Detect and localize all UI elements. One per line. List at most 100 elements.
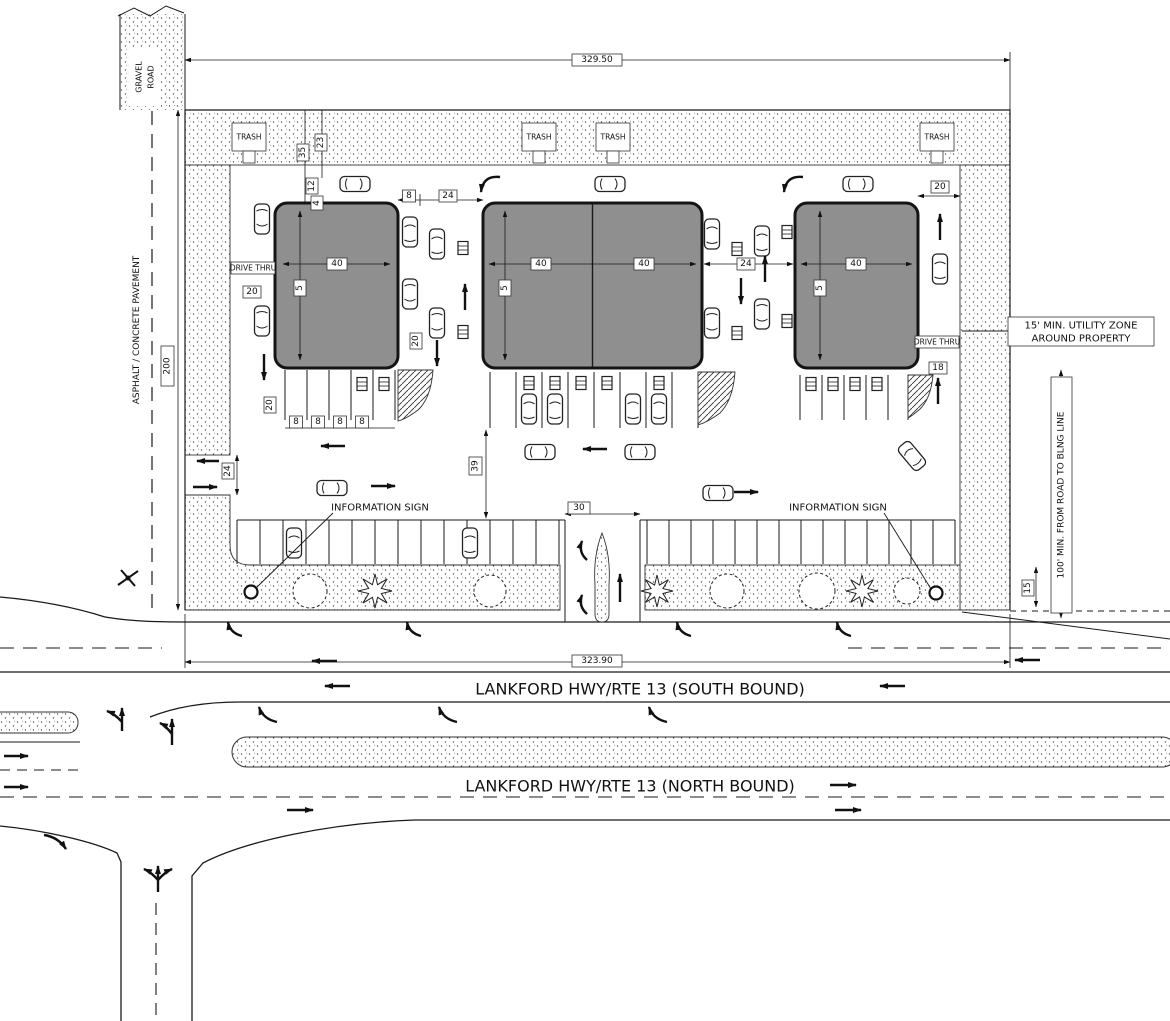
- cart-corral-icon: [523, 375, 535, 391]
- car-icon: [702, 484, 734, 502]
- dim-site-top-width: 329.50: [581, 55, 613, 65]
- cart-corral-icon: [457, 240, 469, 256]
- information-sign-label-right: INFORMATION SIGN: [789, 503, 887, 514]
- hatched-island-2: [697, 371, 736, 426]
- cart-corral-icon: [781, 224, 793, 240]
- cart-corral-icon: [549, 375, 561, 391]
- median-island-west: [0, 711, 79, 734]
- sign-marker: [928, 585, 944, 601]
- building-3-width: 40: [850, 259, 862, 269]
- dim-8-a: 8: [293, 417, 299, 427]
- building-1: 40 5: [273, 201, 400, 370]
- building-1-depth: 5: [295, 285, 305, 291]
- gravel-road-label-2: ROAD: [147, 65, 156, 88]
- trash-enclosures: TRASH TRASH TRASH TRASH: [231, 122, 955, 164]
- dim-24-entrance: 24: [223, 465, 233, 477]
- dim-30-entrance: 30: [573, 503, 585, 513]
- notes: ASPHALT / CONCRETE PAVEMENT DRIVE THRU D…: [130, 253, 1155, 798]
- drive-thru-label-right: DRIVE THRU: [914, 338, 960, 347]
- tree-icon: [709, 573, 745, 609]
- car-icon: [703, 307, 721, 339]
- drive-thru-label-left: DRIVE THRU: [230, 264, 276, 273]
- parking-linework: [236, 369, 956, 622]
- dim-8-d: 8: [359, 417, 365, 427]
- trash-enclosure-3: TRASH: [595, 122, 631, 164]
- pole-icon: [117, 569, 139, 587]
- car-icon: [316, 479, 348, 497]
- dim-15: 15: [1023, 582, 1033, 593]
- tree-icon: [798, 572, 836, 610]
- dim-site-frontage-width: 323.90: [581, 656, 613, 666]
- cart-corral-icon: [781, 313, 793, 329]
- cart-corral-icon: [378, 376, 390, 392]
- trash-label-4: TRASH: [923, 133, 949, 142]
- cart-corral-icon: [827, 376, 839, 392]
- building-2-width-b: 40: [638, 259, 650, 269]
- sign-marker: [243, 584, 259, 600]
- cart-corral-icon: [575, 375, 587, 391]
- car-icon: [650, 393, 668, 425]
- hatched-island-1: [397, 369, 434, 422]
- cart-corral-icon: [849, 376, 861, 392]
- car-icon: [428, 228, 446, 260]
- dim-20-v2: 20: [265, 399, 275, 411]
- car-icon: [753, 298, 771, 330]
- information-sign-right: INFORMATION SIGN: [787, 500, 944, 601]
- car-icon: [931, 253, 949, 285]
- utility-zone-line2: AROUND PROPERTY: [1032, 334, 1132, 345]
- tree-icon: [473, 574, 507, 608]
- trash-enclosure-2: TRASH: [521, 122, 557, 164]
- building-3-depth: 5: [815, 285, 825, 291]
- building-3: 40 5: [793, 201, 920, 370]
- shrub-icon: [358, 574, 392, 608]
- building-2-depth: 5: [500, 285, 510, 291]
- car-icon: [524, 443, 556, 461]
- information-sign-left: INFORMATION SIGN: [243, 500, 431, 600]
- setback-note-label: 100' MIN. FROM ROAD TO BLNG LINE: [1057, 411, 1067, 578]
- cart-corral-icon: [871, 376, 883, 392]
- cart-corral-icon: [805, 376, 817, 392]
- utility-zone-line1: 15' MIN. UTILITY ZONE: [1025, 321, 1138, 332]
- car-icon: [895, 439, 929, 473]
- car-icon: [753, 225, 771, 257]
- car-icon: [253, 305, 271, 337]
- trash-enclosure-4: TRASH: [919, 122, 955, 164]
- car-icon: [401, 216, 419, 248]
- entrance-median-island: [594, 531, 610, 623]
- dim-39: 39: [471, 460, 481, 472]
- cart-corral-icon: [731, 325, 743, 341]
- cart-corral-icon: [601, 375, 613, 391]
- dim-20-v1: 20: [411, 335, 421, 347]
- dim-24-top: 24: [442, 191, 454, 201]
- trash-label-1: TRASH: [235, 133, 261, 142]
- car-icon: [624, 443, 656, 461]
- car-icon: [842, 175, 874, 193]
- gravel-road-label-1: GRAVEL: [135, 61, 144, 93]
- car-icon: [428, 307, 446, 339]
- dim-8-top: 8: [406, 191, 412, 201]
- tree-icon: [292, 573, 328, 609]
- asphalt-pavement-label: ASPHALT / CONCRETE PAVEMENT: [132, 255, 142, 404]
- cart-corral-icon: [457, 324, 469, 340]
- car-icon: [624, 393, 642, 425]
- cart-corral-icon: [731, 241, 743, 257]
- utility-zone-note: 15' MIN. UTILITY ZONE AROUND PROPERTY: [962, 316, 1155, 347]
- building-1-width: 40: [331, 259, 343, 269]
- car-icon: [546, 393, 564, 425]
- dim-8-b: 8: [315, 417, 321, 427]
- building-2: 40 40 5: [481, 201, 704, 370]
- shrub-icon: [846, 575, 878, 607]
- setback-note: 100' MIN. FROM ROAD TO BLNG LINE: [1050, 369, 1073, 619]
- highway-linework: [0, 596, 1170, 1021]
- trash-label-3: TRASH: [599, 133, 625, 142]
- cart-corral-icon: [653, 375, 665, 391]
- traffic-arrows: [4, 175, 1040, 892]
- dim-4: 4: [312, 200, 322, 206]
- car-icon: [461, 527, 479, 559]
- drive-thru-left: DRIVE THRU: [230, 261, 276, 275]
- dimensions: 329.50 323.90 200 35 23 12 4 8 24 24 20 …: [160, 52, 1039, 668]
- car-icon: [253, 203, 271, 235]
- dim-20-left: 20: [246, 287, 258, 297]
- hwy-north-label: LANKFORD HWY/RTE 13 (NORTH BOUND): [465, 777, 795, 796]
